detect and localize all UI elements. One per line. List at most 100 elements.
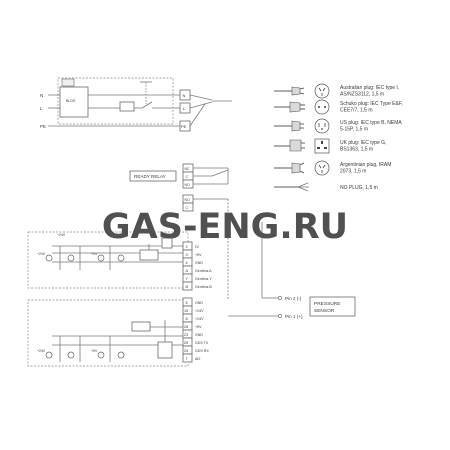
resistor-element bbox=[131, 321, 151, 332]
relay-label-box bbox=[129, 170, 177, 182]
terminal-label: AI2 bbox=[195, 357, 200, 361]
control-upper-frame bbox=[27, 231, 189, 289]
terminal-pin: 4 bbox=[186, 261, 188, 265]
terminal-label: +5V bbox=[195, 253, 202, 257]
terminal-row: 7 AI2 bbox=[182, 353, 200, 363]
blds-label: BLDS bbox=[66, 99, 76, 103]
fuse-element bbox=[119, 101, 135, 112]
terminal-label: +5V bbox=[195, 325, 202, 329]
terminal-pin: B bbox=[186, 285, 189, 289]
terminal-row: Y Genibus Y bbox=[182, 273, 212, 283]
input-circle-icon bbox=[117, 351, 125, 359]
input-circle-icon bbox=[45, 351, 53, 359]
terminal-label: DI bbox=[195, 245, 199, 249]
switch-contact bbox=[141, 101, 153, 109]
terminal-pin: 15 bbox=[184, 309, 188, 313]
socket-face-icon bbox=[314, 83, 330, 99]
out-pe bbox=[189, 103, 206, 127]
supply-label-5v: +5V bbox=[91, 252, 98, 256]
control-lower: +24V +5V bbox=[27, 299, 189, 367]
terminal-label: GDS TX bbox=[195, 341, 209, 345]
terminal-row: 15 +24V bbox=[182, 305, 204, 315]
pin1-terminal-icon bbox=[278, 314, 282, 318]
supply-label-small: +24V bbox=[57, 233, 66, 237]
plug-uk: UK plug: IEC type G, BS1363, 1,5 m bbox=[274, 138, 386, 154]
relay-contact bbox=[211, 169, 229, 177]
terminal-row: 23 GND bbox=[182, 329, 203, 339]
plug-body-icon bbox=[291, 120, 301, 132]
plug-desc-2: 5-15P, 1,5 m bbox=[340, 127, 368, 133]
plug-legend: Australian plug: IEC type I, AS/NZS3112,… bbox=[274, 83, 403, 192]
relay-terminal-c-label: C bbox=[186, 175, 189, 179]
terminal-pin: 5 bbox=[186, 301, 188, 305]
input-circle-icon bbox=[97, 351, 105, 359]
sensor-box bbox=[309, 296, 356, 317]
terminal-pin: 8 bbox=[186, 317, 188, 321]
terminal-label: GND bbox=[195, 261, 203, 265]
out-n bbox=[189, 94, 213, 101]
terminal-pe-label: PE bbox=[181, 124, 187, 129]
terminal-pin: 23 bbox=[184, 333, 188, 337]
terminal-row: 5 GND bbox=[182, 297, 203, 307]
relay2-terminal-c bbox=[182, 202, 194, 212]
terminal-label: Genibus A bbox=[195, 269, 212, 273]
sensor-label-2: SENSOR bbox=[314, 308, 335, 314]
sensor-pin2: Pin 2 (-) bbox=[285, 296, 302, 301]
plug-schuko: Schuko plug: IEC Type E&F, CEE7/7, 1,5 m bbox=[274, 99, 403, 115]
input-circle-icon bbox=[67, 351, 75, 359]
plug-desc-2: CEE7/7, 1,5 m bbox=[340, 108, 373, 114]
socket-face-icon bbox=[314, 138, 330, 154]
terminal-row: 26 +5V bbox=[182, 321, 202, 331]
plug-desc-2: AS/NZS3112, 1,5 m bbox=[340, 92, 384, 98]
terminal-pin: Y bbox=[186, 277, 189, 281]
relay-terminal-no-label: NO bbox=[185, 183, 191, 187]
terminal-label: Genibus Y bbox=[195, 277, 212, 281]
plug-body-icon bbox=[289, 101, 301, 113]
plug-desc-2: 2073, 1,5 m bbox=[340, 169, 366, 175]
line-label-pe: PE bbox=[40, 124, 46, 129]
socket-face-icon bbox=[314, 160, 330, 176]
plug-desc: US plug: IEC type B, NEMA bbox=[340, 120, 402, 126]
supply-label: +24V bbox=[37, 252, 46, 256]
wire-end-icon bbox=[297, 186, 309, 192]
terminal-l-label: L bbox=[183, 106, 186, 111]
supply-label-5v: +5V bbox=[91, 349, 98, 353]
terminal-pin: A bbox=[186, 269, 189, 273]
plug-desc: UK plug: IEC type G, bbox=[340, 140, 386, 146]
terminal-block-bottom: 5 GND 15 +24V 8 +24V 26 +5V 23 GND 25 GD… bbox=[182, 297, 209, 363]
line-label-n: N bbox=[40, 93, 43, 98]
pin2-terminal-icon bbox=[278, 296, 282, 300]
plug-desc: Australian plug: IEC type I, bbox=[340, 85, 399, 91]
plug-australian: Australian plug: IEC type I, AS/NZS3112,… bbox=[274, 83, 399, 99]
sensor-pin1: Pin 1 (+) bbox=[285, 314, 303, 319]
relay2-terminal-c-label: C bbox=[186, 206, 189, 210]
terminal-pin: 26 bbox=[184, 325, 188, 329]
plug-desc-2: BS1363, 1,5 m bbox=[340, 147, 373, 153]
plug-body-icon bbox=[291, 162, 301, 174]
pressure-sensor: Pin 2 (-) Pin 1 (+) PRESSURE SENSOR bbox=[228, 296, 356, 319]
supply-label: +24V bbox=[37, 349, 46, 353]
ready-relay: READY RELAY NC C NO NO C bbox=[129, 163, 229, 212]
out-l bbox=[189, 101, 213, 109]
blds-block bbox=[59, 86, 89, 118]
terminal-pin: 7 bbox=[186, 357, 188, 361]
terminal-label: GDS RX bbox=[195, 349, 209, 353]
terminal-row: 3 +5V bbox=[182, 249, 202, 259]
terminal-row: 25 GDS TX bbox=[182, 337, 209, 347]
relay-terminal-nc-label: NC bbox=[185, 167, 191, 171]
terminal-row: 4 GND bbox=[182, 257, 203, 267]
sensor-label-1: PRESSURE bbox=[314, 301, 340, 307]
plug-desc: Schuko plug: IEC Type E&F, bbox=[340, 101, 403, 107]
relay2-terminal-no-label: NO bbox=[185, 198, 191, 202]
small-component bbox=[161, 237, 173, 249]
control-upper: +24V +24V +5V bbox=[27, 231, 189, 289]
plug-body-icon bbox=[291, 86, 301, 96]
terminal-row: 8 +24V bbox=[182, 313, 204, 323]
socket-face-icon bbox=[314, 99, 330, 115]
terminal-n-label: N bbox=[183, 93, 186, 98]
wire-end-icon bbox=[297, 182, 309, 188]
plug-none: NO PLUG, 1,5 m bbox=[274, 182, 378, 192]
input-circle-icon bbox=[45, 254, 53, 262]
terminal-pin: 24 bbox=[184, 349, 188, 353]
input-circle-icon bbox=[67, 254, 75, 262]
